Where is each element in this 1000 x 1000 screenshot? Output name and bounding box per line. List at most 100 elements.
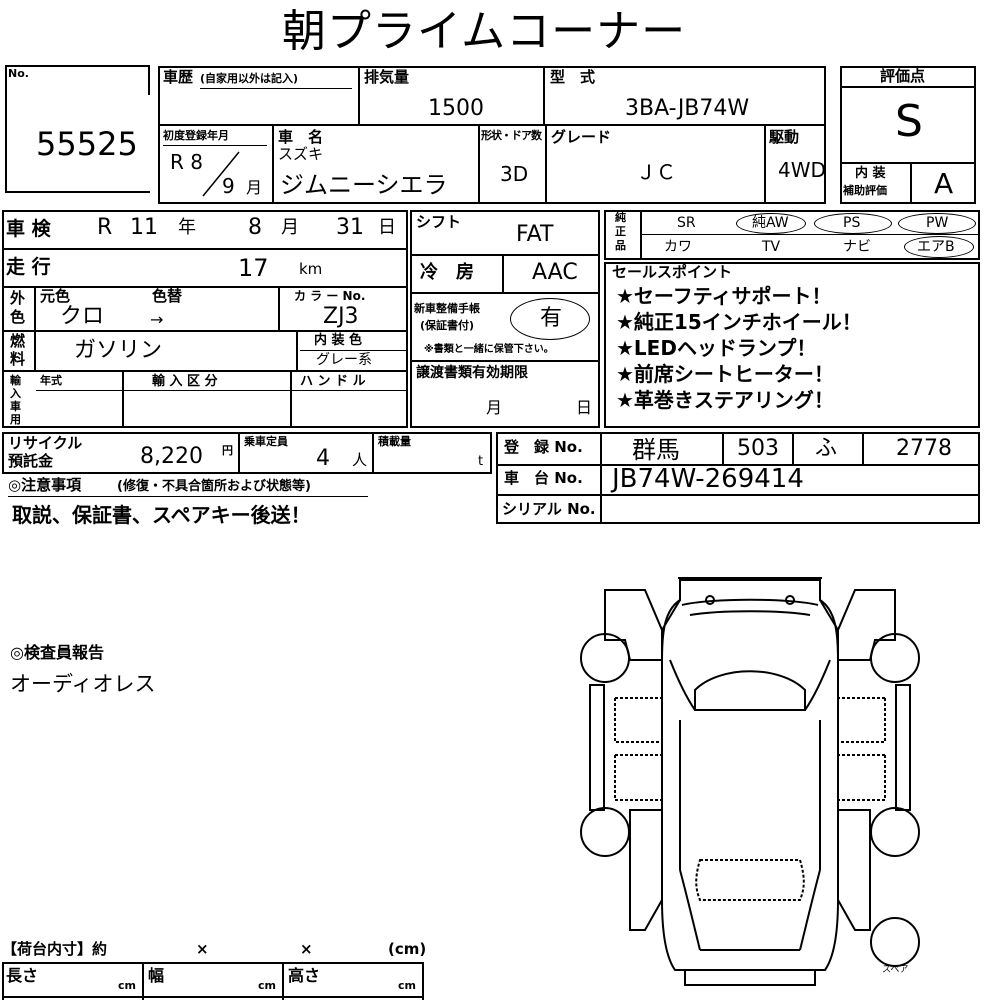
cargo-label: 【荷台内寸】約 bbox=[2, 940, 108, 958]
notes-label: ◎注意事項 bbox=[8, 476, 82, 494]
exterior-label-1: 外 bbox=[10, 289, 26, 307]
first-registration-year: R 8 bbox=[170, 150, 203, 174]
inspector-text: オーディオレス bbox=[10, 672, 156, 696]
sales-point-2: ★純正15インチホイール！ bbox=[616, 310, 862, 334]
history-note: (自家用以外は記入) bbox=[200, 72, 299, 85]
equip-sr: SR bbox=[677, 215, 696, 231]
equip-tv: TV bbox=[762, 239, 781, 255]
detail-grid-left bbox=[2, 210, 408, 428]
equipment-label-2: 正 bbox=[615, 225, 626, 238]
cargo-unit-label: (cm) bbox=[388, 940, 427, 958]
sales-point-5: ★革巻きステアリング！ bbox=[616, 388, 834, 412]
sales-point-1: ★セーフティサポート！ bbox=[616, 284, 832, 308]
mileage-label: 走 行 bbox=[6, 256, 51, 278]
equip-ps: PS bbox=[843, 215, 861, 231]
no-label: No. bbox=[8, 67, 29, 80]
shift-value: FAT bbox=[516, 222, 554, 247]
aircon-label: 冷 房 bbox=[420, 262, 474, 283]
cargo-length-unit: cm bbox=[118, 979, 136, 992]
cargo-height-unit: cm bbox=[398, 979, 416, 992]
equip-pw-circle bbox=[898, 213, 976, 234]
car-name-value: ジムニーシエラ bbox=[280, 171, 448, 199]
color-change-value: → bbox=[150, 310, 164, 329]
interior-label-1: 内 装 bbox=[855, 166, 886, 181]
mileage-unit: km bbox=[299, 260, 323, 278]
original-color-value: クロ bbox=[60, 304, 105, 329]
inspection-day: 31 bbox=[336, 215, 364, 240]
import-division-label: 輸 入 区 分 bbox=[152, 374, 218, 389]
color-no-label: カ ラ ー No. bbox=[294, 289, 366, 303]
maintenance-label-2: (保証書付) bbox=[420, 319, 475, 332]
serial-label: シリアル No. bbox=[502, 500, 596, 518]
equipment-grid bbox=[604, 210, 980, 260]
spec-grid bbox=[158, 66, 826, 204]
inspection-year-unit: 年 bbox=[178, 217, 196, 238]
load-label: 積載量 bbox=[378, 435, 411, 448]
interior-label-2: 補助評価 bbox=[843, 184, 887, 197]
transfer-docs-month-unit: 月 bbox=[486, 398, 503, 417]
registration-class: 503 bbox=[737, 436, 779, 461]
transfer-docs-day-unit: 日 bbox=[576, 398, 593, 417]
displacement-label: 排気量 bbox=[364, 68, 410, 86]
exterior-label-2: 色 bbox=[10, 308, 26, 326]
color-no-value: ZJ3 bbox=[323, 304, 359, 329]
history-label: 車歴 bbox=[163, 68, 194, 86]
recycle-unit: 円 bbox=[222, 444, 233, 457]
inspection-month: 8 bbox=[248, 215, 262, 240]
inspection-day-unit: 日 bbox=[378, 217, 396, 238]
chassis-label: 車 台 No. bbox=[504, 469, 583, 487]
car-maker: スズキ bbox=[278, 145, 324, 163]
shape-value: 3D bbox=[500, 162, 529, 186]
no-value: 55525 bbox=[36, 125, 138, 163]
drive-value: 4WD bbox=[778, 158, 826, 182]
equip-navi: ナビ bbox=[843, 239, 871, 255]
sales-points-label: セールスポイント bbox=[612, 263, 733, 281]
grade-label: グレード bbox=[551, 128, 612, 146]
drive-label: 駆動 bbox=[769, 128, 800, 146]
fuel-label-1: 燃 bbox=[10, 332, 26, 350]
registration-number: 2778 bbox=[896, 436, 952, 461]
registration-region: 群馬 bbox=[632, 436, 680, 464]
equipment-label-1: 純 bbox=[615, 211, 626, 224]
import-handle-label: ハ ン ド ル bbox=[300, 374, 366, 389]
transfer-docs-label: 譲渡書類有効期限 bbox=[416, 365, 528, 381]
registration-label: 登 録 No. bbox=[504, 438, 583, 456]
evaluation-box bbox=[840, 66, 976, 204]
import-label-1: 輸 bbox=[10, 374, 21, 387]
car-name-label: 車 名 bbox=[278, 128, 324, 146]
import-label-2: 入 bbox=[10, 387, 21, 400]
no-box-bottom bbox=[5, 191, 150, 193]
registration-kana: ふ bbox=[815, 436, 838, 461]
equip-pw: PW bbox=[926, 215, 949, 231]
equip-ps-circle bbox=[814, 213, 892, 234]
capacity-label: 乗車定員 bbox=[244, 435, 288, 448]
recycle-label-2: 預託金 bbox=[8, 452, 54, 470]
cargo-height-label: 高さ bbox=[288, 966, 321, 985]
recycle-label-1: リサイクル bbox=[8, 434, 83, 452]
interior-color-label: 内 装 色 bbox=[314, 333, 363, 348]
cargo-x2: × bbox=[300, 940, 313, 958]
import-label-4: 用 bbox=[10, 413, 21, 426]
no-box-left bbox=[5, 65, 7, 193]
maintenance-note: ※書類と一緒に保管下さい。 bbox=[424, 344, 554, 355]
inspector-label: ◎検査員報告 bbox=[10, 643, 104, 662]
maintenance-value: 有 bbox=[540, 306, 563, 331]
notes-text: 取説、保証書、スペアキー後送！ bbox=[12, 503, 311, 527]
capacity-unit: 人 bbox=[352, 451, 368, 469]
load-unit: t bbox=[478, 454, 484, 469]
maintenance-circle bbox=[510, 298, 590, 340]
model-code-label: 型 式 bbox=[550, 68, 596, 86]
shape-label: 形状・ドア数 bbox=[481, 129, 542, 142]
displacement-value: 1500 bbox=[428, 96, 484, 121]
inspection-month-unit: 月 bbox=[281, 217, 299, 238]
equip-alloy-circle bbox=[736, 213, 806, 234]
shift-label: シフト bbox=[416, 213, 462, 231]
first-registration-month: 9 bbox=[222, 174, 235, 198]
capacity-value: 4 bbox=[316, 446, 330, 471]
registration-grid bbox=[496, 432, 980, 524]
sales-point-3: ★LEDヘッドランプ！ bbox=[616, 336, 817, 360]
fuel-label-2: 料 bbox=[10, 350, 26, 368]
cargo-width-label: 幅 bbox=[148, 966, 165, 985]
mileage-value: 17 bbox=[238, 254, 269, 282]
grade-value: ＪＣ bbox=[636, 160, 676, 184]
